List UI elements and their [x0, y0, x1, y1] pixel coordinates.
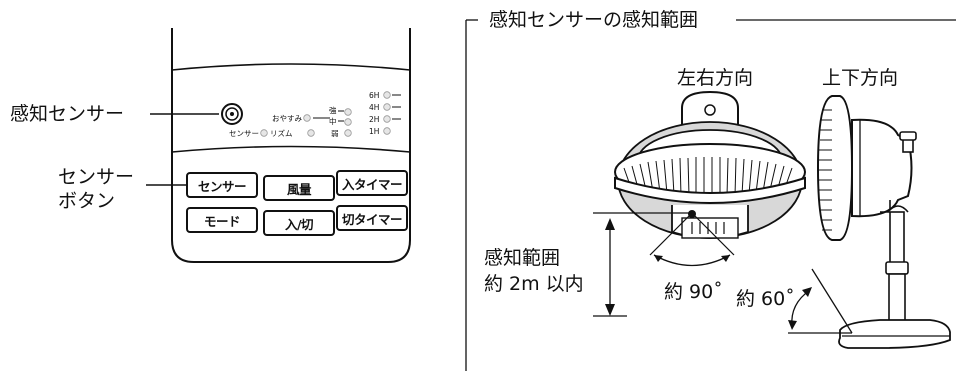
up-down-direction-label: 上下方向: [822, 67, 899, 89]
sensor-button-label-line2: ボタン: [58, 190, 116, 212]
fan-side-view: [816, 95, 951, 349]
angle-60-slant-line: [811, 268, 853, 334]
lamp-2h: [383, 115, 391, 123]
lamp-4h: [383, 103, 391, 111]
distance-arrow-bottom: [605, 304, 615, 316]
sensor-window-dot: [230, 112, 234, 116]
cone-right-line: [691, 212, 735, 256]
control-panel-drawing: [146, 28, 411, 263]
lamp-medium: [344, 118, 352, 126]
indicator-medium: 中: [329, 117, 337, 126]
lamp-1h: [383, 127, 391, 135]
distance-arrow-top: [605, 218, 615, 230]
lamp-sleep: [303, 114, 311, 122]
indicator-4h: 4H: [369, 103, 380, 112]
sensor-label: 感知センサー: [10, 103, 125, 125]
fan-front-view: [614, 90, 806, 239]
angle-90-arc: [653, 254, 731, 267]
off-timer-button[interactable]: 切タイマー: [336, 205, 408, 231]
indicator-rhythm: リズム: [270, 129, 293, 138]
distance-label-line1: 感知範囲: [484, 247, 561, 269]
lamp-sensor: [260, 129, 268, 137]
mode-button[interactable]: モード: [186, 207, 258, 233]
angle-90-arrow-left: [654, 255, 663, 262]
left-right-direction-label: 左右方向: [677, 67, 754, 89]
distance-label-line2: 約 2m 以内: [484, 273, 584, 295]
sensor-button[interactable]: センサー: [186, 172, 258, 198]
angle-60-label: 約 60˚: [736, 288, 795, 310]
button-area-divider: [171, 145, 411, 153]
on-timer-button[interactable]: 入タイマー: [336, 170, 408, 196]
cone-left-line: [649, 212, 693, 256]
indicator-sleep: おやすみ: [272, 114, 302, 123]
fan-speed-button[interactable]: 風量: [263, 175, 335, 201]
lamp-6h: [383, 91, 391, 99]
indicator-1h: 1H: [369, 127, 380, 136]
indicator-weak: 弱: [331, 129, 339, 138]
indicator-6h: 6H: [369, 91, 380, 100]
indicator-2h: 2H: [369, 115, 380, 124]
lamp-weak: [344, 129, 352, 137]
power-button[interactable]: 入/切: [263, 210, 335, 236]
indicator-strong: 強: [329, 106, 337, 115]
indicator-sensor: センサー: [229, 129, 259, 138]
panel-face-edge: [171, 63, 411, 71]
detection-range-drawing: [465, 19, 956, 371]
angle-60-arrow-top: [802, 287, 812, 297]
lamp-strong: [344, 108, 352, 116]
angle-60-arrow-bottom: [788, 320, 797, 330]
sensor-button-label-line1: センサー: [58, 166, 135, 188]
angle-90-arrow-right: [721, 255, 730, 262]
panel-body-outline: [171, 28, 411, 263]
angle-90-label: 約 90˚: [664, 281, 723, 303]
detection-range-title: 感知センサーの感知範囲: [486, 9, 702, 31]
lamp-rhythm: [307, 129, 315, 137]
